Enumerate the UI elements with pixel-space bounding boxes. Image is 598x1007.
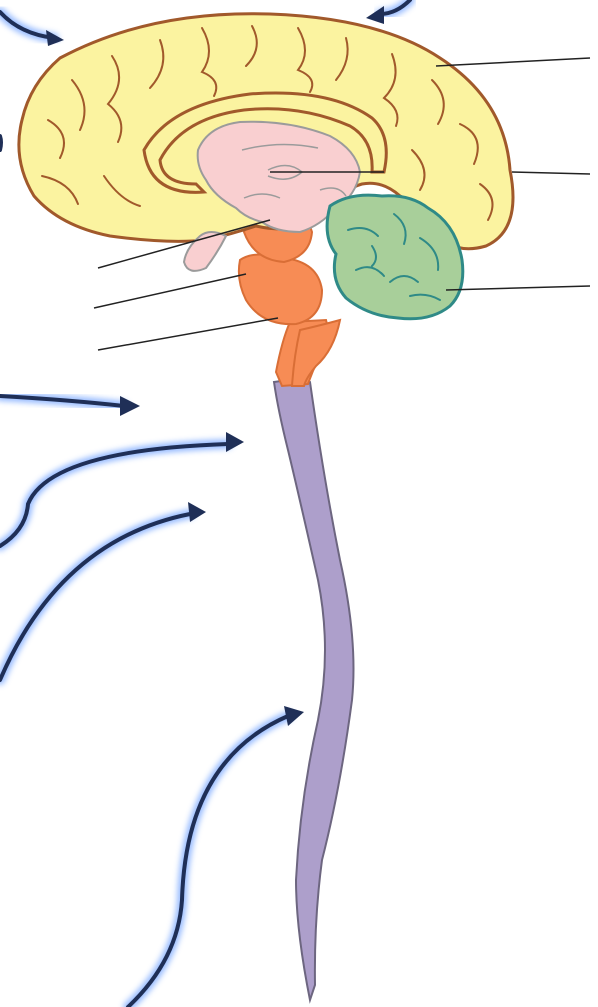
leader-line-cerebrum bbox=[436, 58, 590, 66]
arrowhead bbox=[366, 6, 384, 24]
medulla-lower bbox=[292, 320, 340, 386]
arrow-top-center bbox=[366, 0, 410, 24]
arrow-left-3 bbox=[0, 502, 206, 680]
leader-line-medulla bbox=[98, 318, 278, 350]
arrow-bottom bbox=[128, 706, 304, 1007]
arrowhead bbox=[188, 502, 206, 522]
pons bbox=[239, 254, 322, 324]
arrow-left-2 bbox=[0, 432, 244, 546]
leader-line-corpus-callosum bbox=[512, 172, 590, 174]
arrow-left-mid bbox=[0, 136, 1, 150]
arrowhead bbox=[120, 396, 140, 416]
leader-line-cerebellum bbox=[446, 286, 590, 290]
arrow-top-left bbox=[0, 12, 64, 46]
spinal-cord bbox=[274, 380, 354, 1000]
arrow-left-1 bbox=[0, 396, 140, 416]
arrowhead bbox=[46, 30, 64, 46]
arrowhead bbox=[284, 706, 304, 726]
arrowhead bbox=[226, 432, 244, 452]
leader-line-pons bbox=[94, 274, 246, 308]
